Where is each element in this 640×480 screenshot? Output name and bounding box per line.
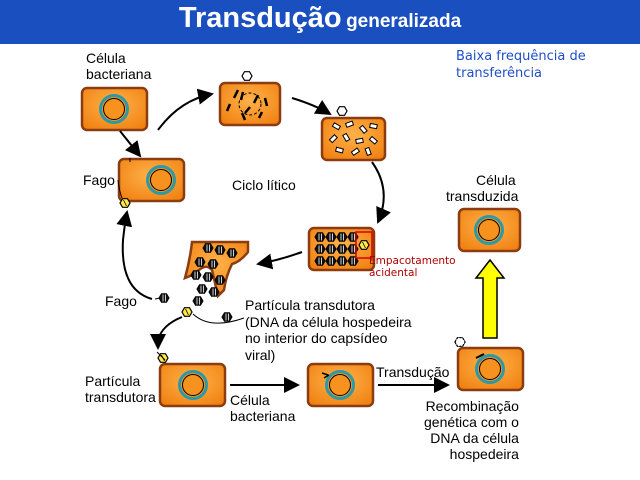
label-line: Célula — [86, 50, 126, 66]
transduction-arrow-up — [474, 258, 506, 339]
label-line: transdutora — [85, 389, 156, 405]
label-line: bacteriana — [86, 66, 152, 82]
label-line: Célula — [476, 172, 516, 188]
label-fago-mid: Fago — [105, 293, 137, 309]
cycle-arrows — [116, 88, 450, 393]
label-line: Partícula transdutora — [245, 297, 375, 313]
label-fago-top: Fago — [83, 172, 115, 188]
bacterium-cell-1 — [80, 86, 149, 132]
phage-mid — [158, 293, 170, 303]
bacterium-cell-6 — [306, 362, 375, 408]
label-line: Célula — [230, 392, 270, 408]
label-celula-bacteriana-bottom: Célula bacteriana — [230, 392, 295, 424]
label-line: (DNA da célula hospedeira — [245, 313, 412, 330]
page-title: Transdução generalizada — [0, 2, 640, 35]
label-line: transduzida — [446, 188, 519, 204]
leader-line — [192, 313, 245, 324]
title-main: Transdução — [178, 2, 342, 34]
bacterium-cell-3 — [320, 106, 387, 162]
label-particula-description: Partícula transdutora (DNA da célula hos… — [245, 297, 412, 363]
phage-top — [119, 198, 131, 208]
label-ciclo-litico: Ciclo lítico — [232, 177, 296, 193]
title-sub: generalizada — [346, 11, 462, 32]
highlight-box — [355, 231, 373, 259]
label-transducao: Transdução — [376, 364, 450, 380]
bacterium-cell-2 — [218, 71, 282, 127]
lysing-cell — [181, 240, 250, 322]
label-line: genética com o — [424, 414, 519, 430]
bacterium-cell-packed — [307, 226, 376, 272]
label-particula-transdutora: Partícula transdutora — [85, 373, 156, 405]
note-line-2: transferência — [456, 66, 543, 81]
label-line: Recombinação — [425, 398, 519, 414]
label-empacotamento: Empacotamento acidental — [369, 255, 456, 279]
bacterium-cell-7 — [454, 337, 525, 392]
label-line: DNA da célula — [430, 430, 519, 446]
frequency-note: Baixa frequência de transferência — [456, 48, 586, 82]
title-banner — [0, 0, 640, 44]
label-line: Empacotamento — [369, 255, 456, 267]
bacterium-cell-5 — [156, 351, 227, 408]
label-line: no interior do capsídeo — [245, 330, 388, 346]
label-line: Partícula — [85, 373, 141, 389]
bacterium-cell-transduced — [457, 207, 522, 253]
label-line: hospedeira — [449, 446, 519, 462]
label-celula-transduzida: Célula transduzida — [446, 172, 518, 204]
label-line: viral) — [245, 346, 276, 363]
label-line: bacteriana — [230, 408, 296, 424]
label-line: acidental — [369, 267, 418, 279]
label-celula-bacteriana-top: Célula bacteriana — [86, 50, 151, 82]
bacterium-cell-4 — [117, 157, 186, 203]
label-recombinacao: Recombinação genética com o DNA da célul… — [424, 398, 519, 462]
note-line-1: Baixa frequência de — [456, 49, 586, 64]
